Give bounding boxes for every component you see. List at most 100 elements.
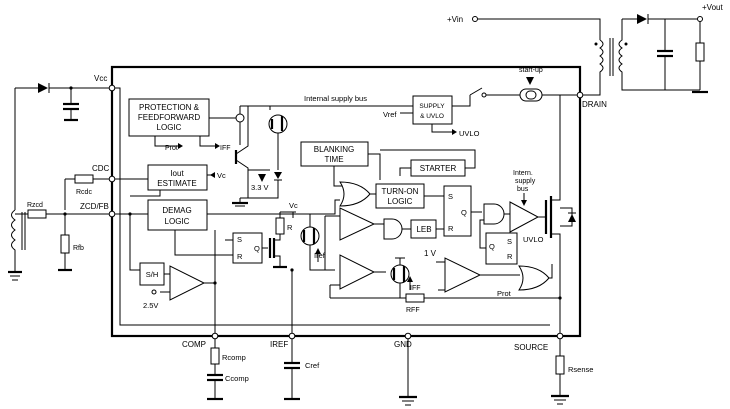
prot-output-signal: Prot: [154, 136, 183, 152]
svg-text:RFF: RFF: [406, 307, 420, 314]
svg-text:S/H: S/H: [146, 270, 159, 279]
uvlo-signal-1: UVLO: [431, 124, 480, 138]
svg-text:IREF: IREF: [270, 340, 288, 349]
comparator-2-icon: [339, 254, 386, 290]
drain-pin: DRAIN: [576, 91, 607, 109]
svg-text:Rcdc: Rcdc: [76, 189, 92, 196]
rfb-resistor: Rfb: [58, 214, 84, 272]
starter-block: STARTER: [410, 159, 466, 177]
source-pin: SOURCE: [514, 332, 564, 356]
svg-text:Vcc: Vcc: [94, 74, 107, 83]
svg-text:DEMAG: DEMAG: [162, 206, 191, 215]
leb-block: LEB: [410, 219, 437, 239]
sr-latch-1: S R Q: [232, 232, 263, 264]
ground-icon: [232, 198, 248, 207]
rff-resistor: RFF: [330, 293, 560, 314]
svg-text:COMP: COMP: [182, 340, 206, 349]
svg-text:Vc: Vc: [217, 171, 226, 180]
gate-driver-icon: Intern. supply bus: [509, 170, 546, 233]
turn-on-logic-block: TURN-ON LOGIC: [375, 183, 425, 209]
comparator-1-icon: [324, 207, 384, 270]
svg-text:Intern.: Intern.: [513, 170, 533, 177]
startup-switch-icon: start-up: [452, 67, 585, 107]
iref-pin: IREF: [270, 270, 296, 349]
svg-text:bus: bus: [517, 186, 529, 193]
svg-text:Ccomp: Ccomp: [225, 374, 249, 383]
svg-text:Rcomp: Rcomp: [222, 353, 246, 362]
gnd-pin: GND: [394, 332, 417, 406]
aux-winding-icon: [8, 209, 26, 281]
svg-text:TURN-ON: TURN-ON: [382, 187, 419, 196]
svg-text:Vref: Vref: [383, 110, 397, 119]
svg-text:Cref: Cref: [305, 361, 320, 370]
sample-hold-block: S/H: [139, 262, 165, 286]
svg-text:Iout: Iout: [170, 169, 184, 178]
svg-text:3.3 V: 3.3 V: [251, 183, 269, 192]
svg-text:S: S: [237, 235, 242, 244]
mos-switch-icon: [268, 225, 287, 269]
ccomp-capacitor: Ccomp: [207, 373, 249, 401]
svg-text:PROTECTION &: PROTECTION &: [139, 103, 200, 112]
svg-text:+Vout: +Vout: [702, 3, 723, 12]
svg-text:Q: Q: [489, 242, 495, 251]
svg-text:ZCD/FB: ZCD/FB: [80, 202, 109, 211]
ic-package-outline: [110, 65, 582, 338]
svg-text:supply: supply: [515, 178, 536, 185]
power-mosfet-icon: [544, 95, 576, 336]
svg-text:LEB: LEB: [416, 225, 431, 234]
svg-text:TIME: TIME: [324, 155, 343, 164]
svg-text:UVLO: UVLO: [459, 129, 480, 138]
svg-text:R: R: [448, 224, 454, 233]
blanking-time-block: BLANKING TIME: [300, 141, 369, 167]
vin-terminal: +Vin: [447, 15, 601, 40]
svg-text:Rzcd: Rzcd: [27, 202, 43, 209]
svg-text:ESTIMATE: ESTIMATE: [157, 179, 196, 188]
svg-text:S: S: [448, 192, 453, 201]
supply-uvlo-block: SUPPLY & UVLO: [412, 95, 453, 125]
svg-text:UVLO: UVLO: [523, 235, 544, 244]
svg-text:LOGIC: LOGIC: [388, 197, 413, 206]
protection-feedforward-logic-block: PROTECTION & FEEDFORWARD LOGIC: [128, 98, 210, 137]
svg-text:R: R: [237, 252, 243, 261]
svg-text:BLANKING: BLANKING: [314, 145, 354, 154]
or-gate-1-icon: [339, 181, 376, 207]
svg-text:GND: GND: [394, 340, 412, 349]
zcd-fb-pin: ZCD/FB: [80, 202, 116, 218]
svg-text:Vc: Vc: [289, 201, 298, 210]
or-gate-2-icon: [518, 264, 553, 291]
svg-text:CDC: CDC: [92, 164, 110, 173]
svg-text:R: R: [507, 252, 513, 261]
svg-text:Rfb: Rfb: [73, 245, 84, 252]
svg-text:& UVLO: & UVLO: [420, 113, 444, 120]
svg-text:+Vin: +Vin: [447, 15, 463, 24]
pass-transistor-icon: [234, 106, 249, 198]
svg-text:Prot: Prot: [165, 145, 178, 152]
svg-text:Internal supply bus: Internal supply bus: [304, 94, 367, 103]
rcomp-resistor: Rcomp: [210, 339, 246, 374]
svg-text:start-up: start-up: [519, 67, 543, 74]
output-diode-icon: [622, 14, 700, 24]
iout-estimate-block: Iout ESTIMATE: [147, 164, 208, 191]
svg-text:LOGIC: LOGIC: [165, 217, 190, 226]
vcc-supply-network: [14, 83, 112, 210]
and-gate-2-icon: [483, 203, 510, 225]
svg-text:DRAIN: DRAIN: [582, 100, 607, 109]
zener-3v3-icon: 3.3 V: [240, 148, 282, 199]
svg-text:LOGIC: LOGIC: [157, 123, 182, 132]
r-resistor-icon: R: [275, 211, 293, 235]
svg-text:SOURCE: SOURCE: [514, 343, 548, 352]
svg-text:Q: Q: [254, 244, 260, 253]
error-amplifier-icon: 2.5V: [143, 265, 215, 310]
svg-text:IFF: IFF: [220, 145, 231, 152]
cdc-pin: CDC: [92, 164, 116, 183]
prot-comparator-icon: [436, 257, 520, 293]
vc-signal-2: Vc: [289, 201, 298, 218]
uvlo-signal-2: UVLO: [523, 235, 544, 244]
sr-latch-2: S R Q: [443, 185, 472, 237]
vref-signal: Vref: [383, 110, 413, 119]
svg-text:STARTER: STARTER: [420, 164, 457, 173]
svg-text:R: R: [287, 223, 293, 232]
transformer-icon: [585, 19, 700, 96]
svg-text:2.5V: 2.5V: [143, 301, 158, 310]
